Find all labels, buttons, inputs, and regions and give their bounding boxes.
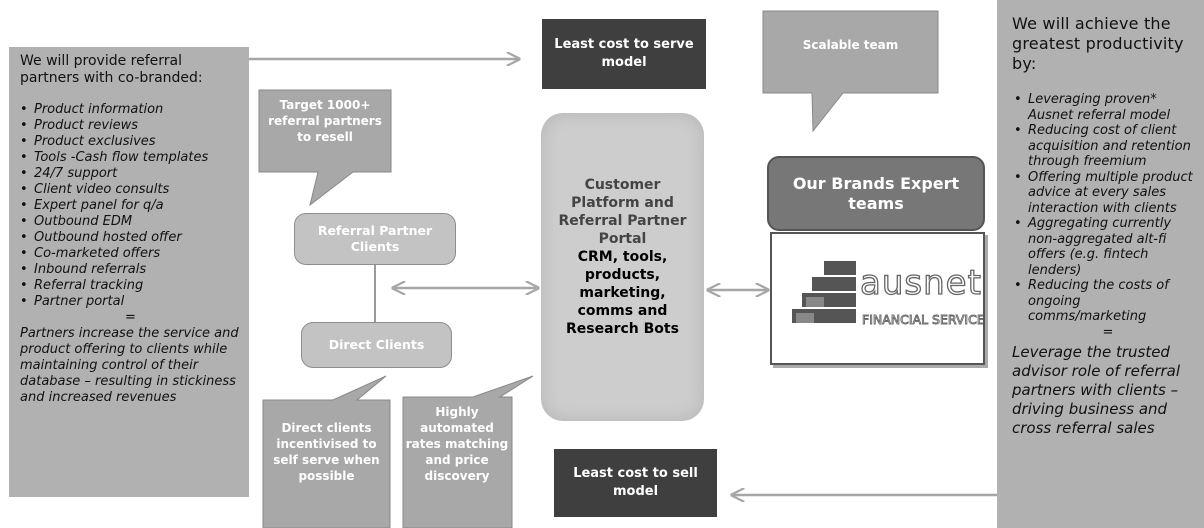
left-panel-list: Product information Product reviews Prod… (20, 102, 241, 310)
list-item: Outbound EDM (20, 214, 241, 230)
least-cost-sell-box: Least cost to sell model (554, 449, 717, 517)
ausnet-logo: ausnet FINANCIAL SERVICES (792, 261, 993, 327)
callout-automated-shape (402, 375, 534, 528)
list-item: Co-marketed offers (20, 246, 241, 262)
callout-target: Target 1000+ referral partners to resell (268, 98, 382, 144)
list-item: Outbound hosted offer (20, 230, 241, 246)
right-panel-list: Leveraging proven* Ausnet referral model… (1012, 92, 1204, 325)
callout-direct: Direct clients incentivised to self serv… (273, 421, 380, 483)
list-item: Inbound referrals (20, 262, 241, 278)
platform-box: Customer Platform and Referral Partner P… (541, 113, 704, 421)
list-item: Tools -Cash flow templates (20, 150, 241, 166)
platform-features: CRM, tools, products, marketing, comms a… (566, 249, 679, 337)
list-item: Expert panel for q/a (20, 198, 241, 214)
callout-automated: Highly automated rates matching and pric… (405, 405, 509, 483)
callout-direct-shape (262, 375, 391, 528)
list-item: 24/7 support (20, 166, 241, 182)
right-panel-outro: Leverage the trusted advisor role of ref… (1012, 342, 1181, 437)
left-panel-intro: We will provide referral partners with c… (20, 53, 203, 86)
right-panel: We will achieve the greatest productivit… (997, 0, 1204, 528)
left-panel: We will provide referral partners with c… (9, 47, 249, 497)
callout-scalable: Scalable team (802, 38, 899, 52)
svg-text:ausnet: ausnet (860, 263, 982, 303)
list-item: Reducing cost of client acquisition and … (1012, 123, 1204, 170)
list-item: Aggregating currently non-aggregated alt… (1012, 216, 1204, 278)
list-item: Client video consults (20, 182, 241, 198)
right-panel-intro: We will achieve the greatest productivit… (1012, 14, 1184, 73)
list-item: Leveraging proven* Ausnet referral model (1012, 92, 1204, 123)
least-cost-serve-box: Least cost to serve model (542, 19, 706, 89)
left-panel-equals: = (125, 310, 136, 325)
callout-scalable-shape (762, 10, 939, 133)
callout-target-shape (258, 89, 392, 207)
list-item: Product reviews (20, 118, 241, 134)
right-panel-equals: = (1102, 324, 1114, 340)
referral-partner-clients-box: Referral Partner Clients (294, 213, 456, 265)
list-item: Reducing the costs of ongoing comms/mark… (1012, 278, 1204, 325)
brands-box: Our Brands Expert teams (767, 156, 985, 231)
list-item: Offering multiple product advice at ever… (1012, 170, 1204, 217)
list-item: Referral tracking (20, 278, 241, 294)
left-panel-outro: Partners increase the service and produc… (20, 326, 239, 405)
list-item: Product exclusives (20, 134, 241, 150)
list-item: Partner portal (20, 294, 241, 310)
svg-text:FINANCIAL SERVICES: FINANCIAL SERVICES (862, 312, 983, 327)
direct-clients-box: Direct Clients (301, 322, 452, 368)
ausnet-logo-box: ausnet FINANCIAL SERVICES (770, 232, 993, 365)
list-item: Product information (20, 102, 241, 118)
platform-title: Customer Platform and Referral Partner P… (558, 177, 687, 247)
